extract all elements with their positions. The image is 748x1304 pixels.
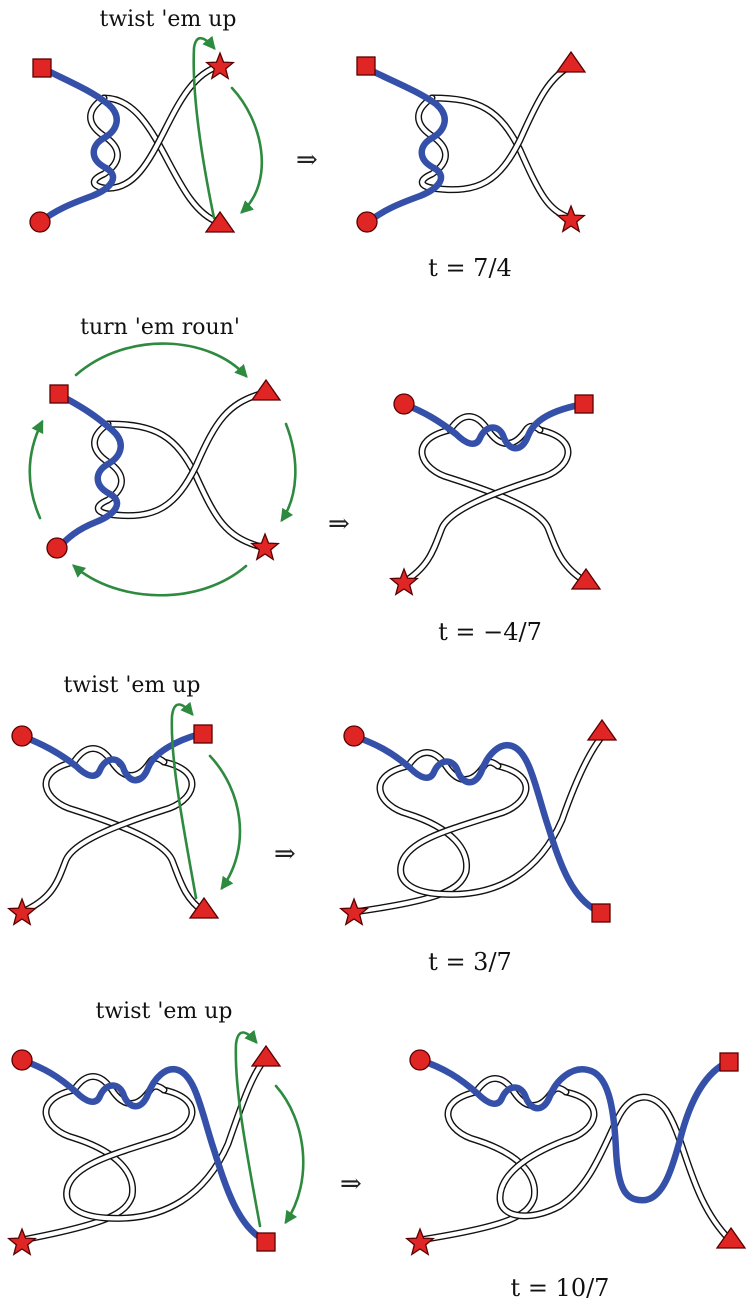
panel-4-before-tangle — [18, 1054, 270, 1244]
star-marker — [556, 204, 586, 233]
square-marker — [591, 903, 611, 923]
panel-4-after-blue-strand — [416, 1056, 732, 1204]
panel-3: twist 'em up ⇒ — [7, 673, 618, 976]
star-marker — [7, 1227, 37, 1256]
panel-4-result-label: t = 10/7 — [511, 1274, 610, 1302]
panel-4-before-diagram — [7, 1029, 305, 1256]
square-marker — [256, 1232, 276, 1252]
triangle-marker — [586, 718, 618, 741]
star-marker — [250, 532, 280, 561]
panel-3-implies-arrow: ⇒ — [274, 839, 296, 869]
circle-marker — [409, 1049, 431, 1071]
square-marker — [32, 58, 52, 78]
panel-1-swap-arrow-return — [230, 86, 264, 214]
panel-4: twist 'em up ⇒ — [7, 999, 747, 1302]
panel-4-after-tangle — [416, 1075, 734, 1244]
panel-1-before-diagram — [29, 35, 264, 233]
triangle-marker — [204, 210, 236, 233]
circle-marker — [343, 725, 365, 747]
panel-4-swap-arrow — [234, 1029, 262, 1228]
square-marker — [719, 1052, 739, 1072]
circle-marker — [11, 1049, 33, 1071]
square-marker — [49, 384, 69, 404]
square-marker — [356, 56, 376, 76]
panel-4-before-blue-strand — [18, 1056, 268, 1244]
panel-3-result-label: t = 3/7 — [428, 948, 512, 976]
star-marker — [7, 897, 37, 926]
panel-2-before-tangle — [91, 390, 264, 550]
panel-2: turn 'em roun' ⇒ — [28, 315, 602, 646]
triangle-marker — [188, 896, 220, 919]
panel-2-after-blue-strand — [400, 400, 588, 452]
panel-1: twist 'em up ⇒ — [29, 7, 587, 282]
panel-1-after-blue-strand — [362, 64, 448, 226]
panel-2-after-diagram — [389, 393, 602, 596]
star-marker — [389, 567, 419, 596]
triangle-marker — [250, 378, 282, 401]
panel-2-after-tangle — [400, 413, 590, 586]
panel-3-before-diagram — [7, 701, 242, 926]
panel-1-result-label: t = 7/4 — [428, 254, 512, 282]
panel-3-swap-arrow-return — [208, 754, 242, 891]
triangle-marker — [570, 567, 602, 590]
panel-4-action-label: twist 'em up — [95, 999, 232, 1024]
panel-1-before-blue-strand — [36, 64, 120, 226]
panel-1-action-label: twist 'em up — [99, 7, 236, 32]
circle-marker — [356, 211, 378, 233]
panel-2-result-label: t = −4/7 — [438, 618, 542, 646]
circle-marker — [29, 211, 51, 233]
panel-4-after-diagram — [405, 1049, 747, 1256]
panel-1-after-diagram — [356, 50, 587, 233]
triangle-marker — [250, 1044, 282, 1067]
panel-1-swap-arrow — [192, 35, 216, 220]
panel-4-swap-arrow-return — [274, 1084, 305, 1225]
panel-2-before-blue-strand — [54, 390, 124, 552]
star-marker — [339, 897, 369, 926]
circle-marker — [393, 393, 415, 415]
circle-marker — [11, 725, 33, 747]
panel-2-rotate-arrow-bottom — [72, 564, 248, 597]
square-marker — [574, 394, 594, 414]
square-marker — [193, 724, 213, 744]
panel-2-before-diagram — [28, 342, 297, 597]
circle-marker — [46, 537, 68, 559]
panel-3-after-blue-strand — [350, 732, 604, 916]
panel-3-swap-arrow — [170, 701, 198, 900]
panel-3-after-tangle — [350, 730, 608, 916]
panel-2-rotate-arrow-right — [280, 422, 297, 523]
panel-1-after-tangle — [415, 62, 574, 222]
panel-2-rotate-arrow-top — [74, 342, 248, 378]
panel-1-before-tangle — [87, 62, 224, 226]
panel-3-after-diagram — [339, 718, 618, 926]
panel-2-rotate-arrow-left — [28, 419, 44, 520]
panel-1-implies-arrow: ⇒ — [296, 145, 318, 175]
star-marker — [405, 1227, 435, 1256]
panel-2-action-label: turn 'em roun' — [80, 315, 240, 340]
panel-3-before-tangle — [18, 745, 208, 916]
panel-3-action-label: twist 'em up — [63, 673, 200, 698]
triangle-marker — [555, 50, 587, 73]
star-marker — [205, 51, 235, 80]
panel-4-implies-arrow: ⇒ — [340, 1169, 362, 1199]
triangle-marker — [715, 1226, 747, 1249]
panel-2-implies-arrow: ⇒ — [328, 509, 350, 539]
panel-3-before-blue-strand — [18, 730, 204, 784]
